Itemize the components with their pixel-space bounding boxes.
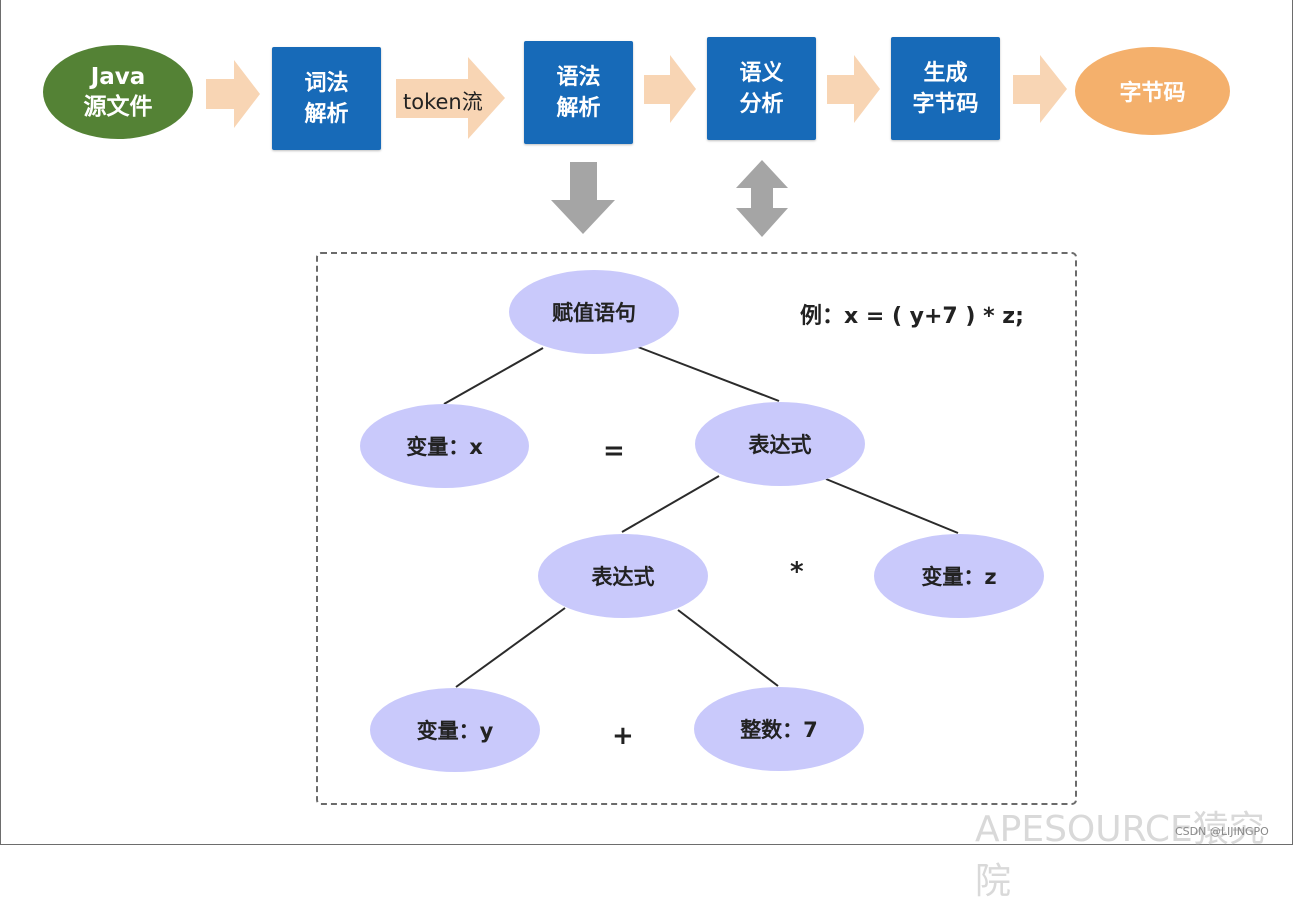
double-arrow — [736, 160, 788, 237]
tree-node-var-z: 变量：z — [874, 534, 1044, 618]
flow-arrow-1 — [206, 60, 260, 128]
watermark-text: APESOURCE猿究院 — [975, 809, 1265, 902]
tree-node-var-x: 变量：x — [360, 404, 529, 488]
tree-node-expression-top: 表达式 — [695, 402, 865, 486]
assign-operator: = — [603, 436, 625, 466]
token-stream-label: token流 — [403, 90, 483, 114]
bytecode-generation-box: 生成 字节码 — [891, 37, 1000, 140]
edge-root-varx — [443, 347, 544, 405]
flow-arrow-2 — [396, 57, 505, 139]
edge-expr-varz — [825, 478, 959, 534]
edge-root-expr — [637, 346, 780, 402]
lexical-analysis-box: 词法 解析 — [272, 47, 381, 150]
edge-inner-vary — [455, 607, 566, 688]
canvas-frame — [0, 0, 1293, 845]
tree-node-var-y: 变量：y — [370, 688, 540, 772]
example-expression: 例：x = ( y+7 ) * z; — [800, 304, 1024, 329]
flow-arrow-4 — [827, 55, 880, 123]
flow-arrow-5 — [1013, 55, 1067, 123]
edge-inner-int7 — [677, 609, 779, 687]
bytecode-output-node: 字节码 — [1075, 47, 1230, 135]
syntax-tree-container — [316, 252, 1077, 805]
plus-operator: + — [612, 721, 634, 751]
flow-arrow-3 — [644, 55, 696, 123]
edge-expr-inner — [621, 475, 720, 533]
watermark-credit: CSDN @LIJINGPO — [1175, 825, 1269, 838]
down-arrow — [551, 162, 615, 234]
connector-layer — [206, 55, 1067, 688]
syntax-analysis-box: 语法 解析 — [524, 41, 633, 144]
tree-node-int-7: 整数：7 — [694, 687, 864, 771]
tree-node-assignment: 赋值语句 — [509, 270, 679, 354]
java-source-node: Java 源文件 — [43, 45, 193, 139]
multiply-operator: * — [790, 557, 804, 587]
semantic-analysis-box: 语义 分析 — [707, 37, 816, 140]
tree-node-expression-inner: 表达式 — [538, 534, 708, 618]
